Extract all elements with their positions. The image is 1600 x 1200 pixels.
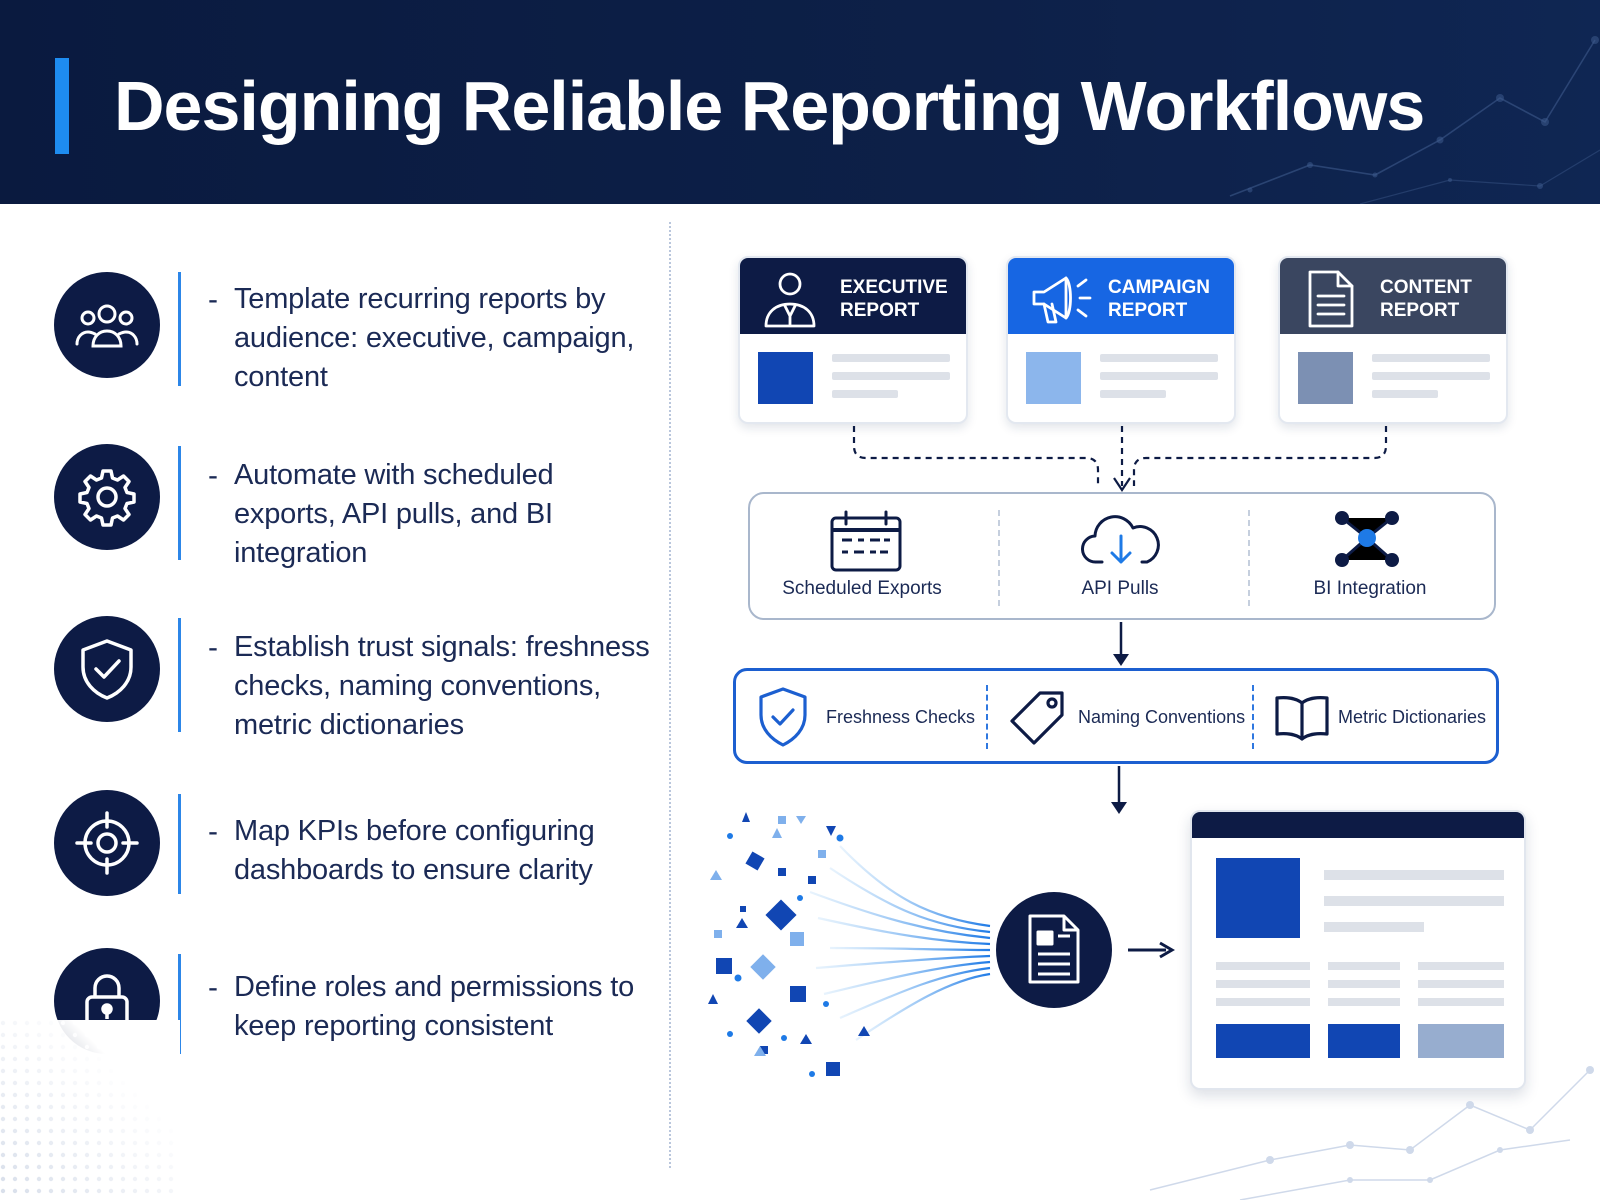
trust-signal-label: Metric Dictionaries bbox=[1338, 707, 1487, 727]
dashed-separator bbox=[986, 685, 988, 749]
integration-label: Scheduled Exports bbox=[782, 578, 942, 599]
dashed-separator bbox=[1252, 685, 1254, 749]
report-card-header: EXECUTIVE REPORT bbox=[740, 258, 966, 334]
report-card-content: CONTENT REPORT bbox=[1278, 256, 1508, 424]
placeholder-line bbox=[1418, 998, 1504, 1006]
report-card-header: CAMPAIGN REPORT bbox=[1008, 258, 1234, 334]
network-icon bbox=[1335, 511, 1399, 567]
report-card-title: EXECUTIVE REPORT bbox=[840, 277, 948, 321]
shield-check-icon bbox=[54, 616, 160, 722]
shield-check-icon bbox=[759, 687, 807, 747]
placeholder-line bbox=[1100, 354, 1218, 362]
tag-icon bbox=[1010, 691, 1064, 745]
list-item-templates: - Template recurring reports by audience… bbox=[0, 270, 660, 393]
list-dash: - bbox=[208, 459, 218, 492]
report-card-thumbnail bbox=[758, 352, 813, 404]
list-dash: - bbox=[208, 971, 218, 1004]
placeholder-line bbox=[1372, 372, 1490, 380]
placeholder-line bbox=[1216, 962, 1310, 970]
dashboard-title-bar bbox=[1192, 812, 1524, 838]
flow-connectors bbox=[852, 426, 1388, 814]
list-separator-bar bbox=[178, 954, 181, 1054]
dashboard-hero-tile bbox=[1216, 858, 1300, 938]
column-divider bbox=[669, 222, 671, 1168]
placeholder-line bbox=[1324, 870, 1504, 880]
placeholder-line bbox=[1418, 980, 1504, 988]
placeholder-line bbox=[1372, 390, 1438, 398]
integration-label: API Pulls bbox=[1081, 578, 1159, 599]
dashed-separator bbox=[998, 510, 1000, 606]
placeholder-line bbox=[1328, 980, 1400, 988]
placeholder-line bbox=[832, 372, 950, 380]
trust-signals-box: Freshness Checks Naming Conventions Metr… bbox=[733, 668, 1499, 764]
report-card-title: CONTENT REPORT bbox=[1380, 277, 1472, 321]
executive-person-icon bbox=[764, 272, 816, 328]
dashboard-block bbox=[1418, 1024, 1504, 1058]
dashboard-preview bbox=[1190, 810, 1526, 1090]
document-icon bbox=[1308, 270, 1354, 328]
list-item-text: Establish trust signals: freshness check… bbox=[234, 631, 650, 741]
team-icon bbox=[54, 272, 160, 378]
report-card-executive: EXECUTIVE REPORT bbox=[738, 256, 968, 424]
placeholder-line bbox=[1216, 980, 1310, 988]
header-line-chart-decoration bbox=[1229, 36, 1600, 204]
list-item-text: Automate with scheduled exports, API pul… bbox=[234, 459, 554, 569]
list-item-text: Template recurring reports by audience: … bbox=[234, 283, 635, 393]
background-line-chart-decoration bbox=[1149, 1066, 1594, 1200]
dashed-separator bbox=[1248, 510, 1250, 606]
gear-icon bbox=[54, 444, 160, 550]
placeholder-line bbox=[1372, 354, 1490, 362]
report-card-campaign: CAMPAIGN REPORT bbox=[1006, 256, 1236, 424]
automation-box: Scheduled Exports API Pulls BI Integrati… bbox=[748, 492, 1496, 620]
megaphone-icon bbox=[1032, 276, 1092, 324]
list-separator-bar bbox=[178, 272, 181, 386]
list-dash: - bbox=[208, 631, 218, 664]
placeholder-line bbox=[832, 354, 950, 362]
list-separator-bar bbox=[178, 794, 181, 894]
list-item-trust: - Establish trust signals: freshness che… bbox=[0, 616, 660, 741]
list-separator-bar bbox=[178, 618, 181, 732]
placeholder-line bbox=[1100, 372, 1218, 380]
page-title: Designing Reliable Reporting Workflows bbox=[114, 67, 1425, 145]
placeholder-line bbox=[1418, 962, 1504, 970]
placeholder-line bbox=[832, 390, 898, 398]
list-item-kpis: - Map KPIs before configuring dashboards… bbox=[0, 790, 660, 900]
list-dash: - bbox=[208, 815, 218, 848]
data-sources-scatter bbox=[708, 812, 1175, 1077]
report-card-header: CONTENT REPORT bbox=[1280, 258, 1506, 334]
cloud-download-icon bbox=[1081, 515, 1160, 564]
placeholder-line bbox=[1100, 390, 1166, 398]
report-card-thumbnail bbox=[1298, 352, 1353, 404]
report-card-title: CAMPAIGN REPORT bbox=[1108, 277, 1211, 321]
placeholder-line bbox=[1324, 922, 1424, 932]
placeholder-line bbox=[1324, 896, 1504, 906]
trust-signal-label: Freshness Checks bbox=[826, 707, 976, 727]
list-item-automate: - Automate with scheduled exports, API p… bbox=[0, 444, 660, 569]
dashboard-block bbox=[1216, 1024, 1310, 1058]
list-item-text: Map KPIs before configuring dashboards t… bbox=[234, 815, 595, 886]
header-banner: Designing Reliable Reporting Workflows bbox=[0, 0, 1600, 204]
list-separator-bar bbox=[178, 446, 181, 560]
target-icon bbox=[54, 790, 160, 896]
calendar-icon bbox=[830, 510, 902, 572]
header-accent-bar bbox=[55, 58, 69, 154]
placeholder-line bbox=[1216, 998, 1310, 1006]
integration-label: BI Integration bbox=[1313, 578, 1427, 599]
placeholder-line bbox=[1328, 962, 1400, 970]
placeholder-line bbox=[1328, 998, 1400, 1006]
list-dash: - bbox=[208, 283, 218, 316]
report-card-thumbnail bbox=[1026, 352, 1081, 404]
dot-pattern-decoration bbox=[0, 1020, 180, 1200]
book-icon bbox=[1275, 696, 1329, 741]
list-item-text: Define roles and permissions to keep rep… bbox=[234, 971, 634, 1042]
trust-signal-label: Naming Conventions bbox=[1078, 707, 1246, 727]
dashboard-block bbox=[1328, 1024, 1400, 1058]
